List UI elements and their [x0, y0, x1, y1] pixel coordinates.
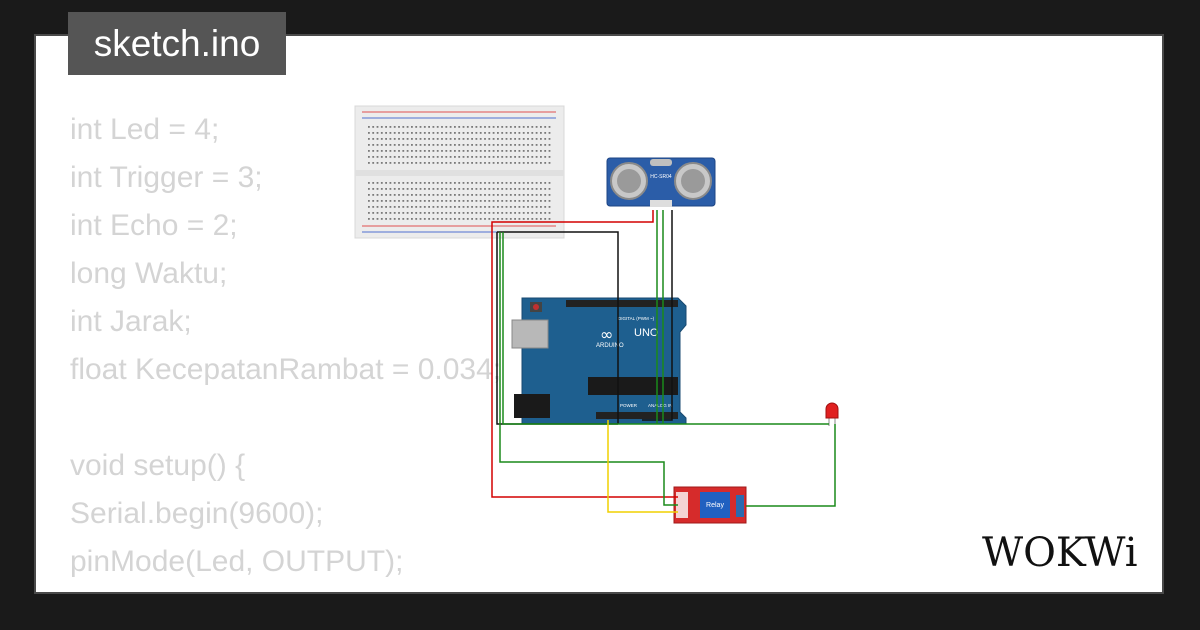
code-line: pinMode(Led, OUTPUT);	[70, 545, 404, 578]
wire-black-sensor	[642, 210, 673, 421]
breadboard-holes	[368, 126, 551, 220]
wire-yellow	[607, 420, 678, 513]
code-line: long Waktu;	[70, 257, 228, 290]
arduino-uno: ∞ UNO ARDUINO DIGITAL (PWM ~) POWER ANAL…	[511, 297, 687, 425]
breadboard	[354, 105, 565, 239]
ultrasonic-sensor: HC-SR04	[606, 157, 716, 207]
digital-header-label: DIGITAL (PWM ~)	[618, 316, 655, 321]
code-line: int Echo = 2;	[70, 209, 238, 242]
wire-green-relay-out	[746, 424, 836, 507]
file-title: sketch.ino	[68, 12, 286, 75]
relay-module: Relay	[673, 486, 747, 524]
wires	[491, 210, 836, 513]
wire-green-led	[502, 232, 829, 425]
wokwi-logo: WOKWi	[982, 530, 1138, 576]
wire-red	[491, 210, 678, 498]
relay-label: Relay	[706, 502, 724, 509]
code-line: Serial.begin(9600);	[70, 497, 324, 530]
code-line: int Trigger = 3;	[70, 161, 263, 194]
wire-black-top	[497, 231, 619, 424]
code-line: int Jarak;	[70, 305, 192, 338]
led	[825, 402, 839, 426]
analog-label: ANALOG IN	[648, 403, 673, 408]
sensor-label: HC-SR04	[650, 174, 672, 180]
power-label: POWER	[620, 403, 638, 408]
code-line: int Led = 4;	[70, 113, 220, 146]
arduino-model-label: UNO	[634, 327, 659, 339]
svg-text:∞: ∞	[600, 325, 613, 344]
code-line: void setup() {	[70, 449, 246, 482]
wokwi-brand: WOKWi	[982, 530, 1138, 576]
arduino-brand-label: ARDUINO	[596, 343, 624, 349]
code-preview: int Led = 4; int Trigger = 3; int Echo =…	[70, 106, 502, 592]
wire-green-relay	[499, 232, 678, 506]
code-line: float KecepatanRambat = 0.034;	[70, 353, 502, 386]
